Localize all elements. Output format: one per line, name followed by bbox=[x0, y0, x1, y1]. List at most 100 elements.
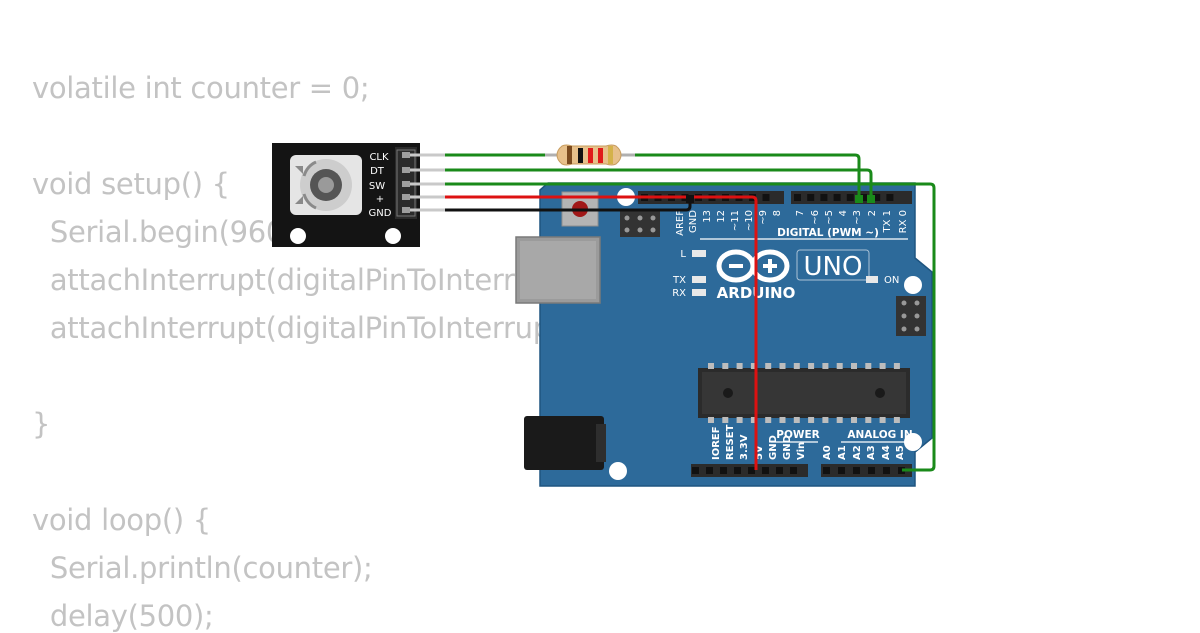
digital-pin-label: ~5 bbox=[824, 210, 835, 225]
encoder-pin bbox=[402, 167, 410, 173]
code-line: void loop() { bbox=[32, 503, 211, 537]
digital-pin-label: 2 bbox=[867, 210, 878, 216]
pin-hole bbox=[720, 467, 727, 474]
wire-dt[interactable] bbox=[418, 168, 873, 200]
mounting-hole bbox=[904, 276, 922, 294]
encoder-shaft bbox=[318, 177, 334, 193]
digital-pin-label: ~3 bbox=[852, 210, 863, 225]
mounting-hole bbox=[385, 228, 401, 244]
code-line: delay(500); bbox=[32, 599, 214, 633]
microcontroller-chip-top bbox=[702, 372, 906, 414]
pin-hole bbox=[873, 194, 881, 201]
digital-pin-label: 12 bbox=[716, 210, 727, 223]
pin-hole bbox=[853, 467, 860, 474]
led-on bbox=[866, 276, 878, 283]
digital-label: DIGITAL (PWM ~) bbox=[777, 227, 879, 239]
encoder-pin bbox=[402, 207, 410, 213]
pin-hole bbox=[748, 467, 755, 474]
pin-label-dt: DT bbox=[370, 166, 385, 177]
digital-pin-label: ~11 bbox=[730, 210, 741, 231]
pin-hole bbox=[734, 467, 741, 474]
icsp-header-top bbox=[620, 211, 660, 237]
power-jack-rim bbox=[596, 424, 606, 462]
led-rx bbox=[692, 289, 706, 296]
code-line: } bbox=[32, 407, 51, 441]
resistor-band bbox=[567, 146, 572, 164]
pin-hole bbox=[846, 194, 854, 201]
pin-hole bbox=[838, 467, 845, 474]
digital-pin-label: ~9 bbox=[758, 210, 769, 225]
rotary-encoder-module[interactable]: CLK DT SW + GND bbox=[272, 143, 445, 247]
digital-pin-label: RX 0 bbox=[898, 210, 909, 233]
chip-legs bbox=[708, 363, 900, 423]
wire-gnd[interactable] bbox=[418, 200, 692, 212]
power-jack bbox=[524, 416, 604, 470]
led-l-label: L bbox=[680, 249, 686, 260]
power-pin-label: 3.3V bbox=[739, 434, 750, 460]
pin-hole bbox=[898, 467, 905, 474]
wire-clk[interactable] bbox=[418, 153, 861, 200]
analog-pin-label: A3 bbox=[866, 445, 877, 460]
arduino-logo-icon bbox=[716, 249, 790, 283]
resistor-band bbox=[608, 146, 613, 164]
analog-label: ANALOG IN bbox=[847, 429, 912, 441]
encoder-pins bbox=[402, 152, 445, 213]
digital-pin-label: GND bbox=[688, 210, 699, 233]
icsp-header-right bbox=[896, 296, 926, 336]
power-label: POWER bbox=[776, 429, 819, 441]
led-on-label: ON bbox=[884, 275, 899, 286]
power-pin-label: RESET bbox=[725, 424, 736, 460]
mounting-hole bbox=[609, 462, 627, 480]
pin-hole bbox=[860, 194, 867, 201]
power-pin-label: IOREF bbox=[711, 426, 722, 460]
pin-hole bbox=[776, 467, 783, 474]
pin-label-sw: SW bbox=[369, 181, 385, 192]
wire-sw[interactable] bbox=[418, 182, 936, 472]
resistor-band bbox=[598, 148, 603, 163]
digital-pin-label: 13 bbox=[702, 210, 713, 223]
pin-hole bbox=[790, 467, 797, 474]
mounting-hole bbox=[904, 433, 922, 451]
wire-endpoint bbox=[867, 195, 875, 203]
digital-pin-label: TX 1 bbox=[882, 210, 893, 234]
pin-hole bbox=[868, 467, 875, 474]
digital-pin-label: 7 bbox=[795, 210, 806, 216]
wire-vcc[interactable] bbox=[418, 195, 758, 470]
bottom-pin-holes bbox=[692, 467, 905, 474]
pin-label-gnd: GND bbox=[369, 208, 392, 219]
code-line: Serial.println(counter); bbox=[32, 551, 373, 585]
encoder-pin bbox=[402, 194, 410, 200]
pin-hole bbox=[706, 467, 713, 474]
digital-pin-label: 8 bbox=[772, 210, 783, 216]
resistor-band bbox=[578, 148, 583, 163]
analog-pin-label: A2 bbox=[852, 445, 863, 460]
analog-pin-label: A1 bbox=[837, 445, 848, 460]
pin-hole bbox=[762, 467, 769, 474]
wire-endpoint bbox=[855, 195, 863, 203]
digital-pin-label: ~10 bbox=[744, 210, 755, 231]
arduino-model: UNO bbox=[804, 252, 863, 282]
resistor[interactable] bbox=[545, 144, 635, 166]
pin-label-clk: CLK bbox=[369, 152, 389, 163]
pin-hole bbox=[886, 194, 894, 201]
pin-hole bbox=[794, 194, 801, 201]
pin-hole bbox=[833, 194, 841, 201]
wire-endpoint bbox=[686, 195, 694, 203]
analog-pin-label: A0 bbox=[822, 445, 833, 460]
digital-pin-label: ~6 bbox=[810, 210, 821, 225]
led-tx bbox=[692, 276, 706, 283]
digital-pin-label: AREF bbox=[675, 210, 686, 236]
power-pin-label: Vin bbox=[796, 442, 807, 460]
led-rx-label: RX bbox=[672, 288, 686, 299]
resistor-band bbox=[588, 148, 593, 163]
pin-hole bbox=[883, 467, 890, 474]
pin-label-vcc: + bbox=[376, 194, 384, 205]
usb-connector-face bbox=[520, 241, 596, 299]
mounting-hole bbox=[290, 228, 306, 244]
pin-hole bbox=[762, 194, 770, 201]
model-frame bbox=[796, 249, 870, 281]
